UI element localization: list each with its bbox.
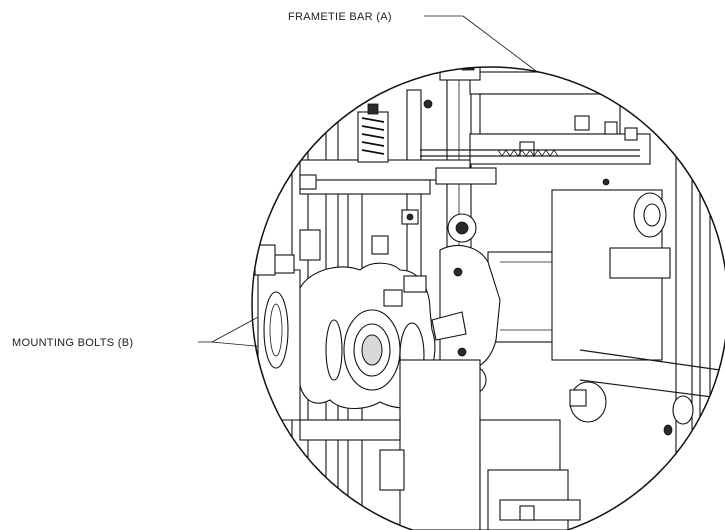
lower-frame: [299, 349, 721, 530]
plate-slot-left: [325, 319, 343, 381]
mounting-bolt-1: [383, 289, 403, 307]
spring-top-nut: [367, 103, 379, 115]
top-nut-2: [604, 121, 618, 135]
right-bracket: [609, 247, 671, 279]
spring-coils: [361, 117, 385, 155]
top-frame: [299, 67, 651, 195]
detail-view-contents: [254, 67, 721, 530]
detail-view-boundary: [251, 66, 725, 530]
right-edge-bolt: [663, 424, 673, 436]
bottom-plate: [499, 499, 581, 521]
side-roller-hub: [643, 203, 661, 227]
frame-post-far-right: [699, 129, 711, 530]
right-block: [551, 178, 671, 361]
lower-bolt: [569, 389, 587, 407]
callout-frame-tie-bar: FRAMETIE BAR (A): [288, 11, 541, 75]
misc-details: [254, 149, 640, 276]
mounting-bolt-4: [371, 235, 389, 255]
left-bracket-window: [263, 291, 289, 369]
mounting-bolt-2: [403, 275, 427, 293]
bearing-bore: [361, 334, 383, 366]
detail-view: [251, 66, 725, 530]
lower-column: [399, 359, 481, 530]
top-fasteners: [423, 67, 638, 157]
crossbar-left-lower: [299, 179, 431, 195]
lower-stud: [379, 449, 405, 491]
left-bracket-window-inner: [269, 303, 283, 357]
top-nut-1: [574, 115, 590, 131]
mounting-bolts: [299, 174, 427, 307]
flange-hole-2: [457, 347, 467, 357]
left-side-block: [299, 229, 321, 261]
compression-spring: [357, 103, 389, 163]
callout-mounting-bolts-label: MOUNTING BOLTS (B): [12, 337, 133, 349]
frame-post-right: [675, 149, 693, 530]
bottom-nut: [519, 505, 535, 521]
lower-right-hardware: [569, 381, 694, 436]
elbow-fitting: [431, 311, 467, 341]
flange-bolt-top: [455, 221, 469, 235]
tie-bar-clamp: [435, 167, 497, 185]
belt-teeth: [497, 149, 559, 157]
lower-right-rail-2: [579, 379, 721, 399]
mounting-bolt-3-center: [406, 213, 414, 221]
right-edge-fitting: [672, 395, 694, 425]
leader-line-a-diagonal: [462, 15, 541, 75]
top-block: [479, 93, 621, 135]
upper-plate: [469, 133, 651, 165]
front-flange: [431, 213, 501, 395]
lower-right-rail-1: [579, 349, 721, 371]
rivet-top: [423, 99, 433, 109]
top-nut-3: [624, 127, 638, 141]
flange-hole-1: [453, 267, 463, 277]
mounting-bolt-5: [299, 174, 317, 190]
lower-crossbar: [299, 419, 401, 441]
left-bracket: [257, 254, 301, 421]
callout-frame-tie-bar-label: FRAMETIE BAR (A): [288, 11, 392, 23]
grease-point: [602, 178, 610, 186]
